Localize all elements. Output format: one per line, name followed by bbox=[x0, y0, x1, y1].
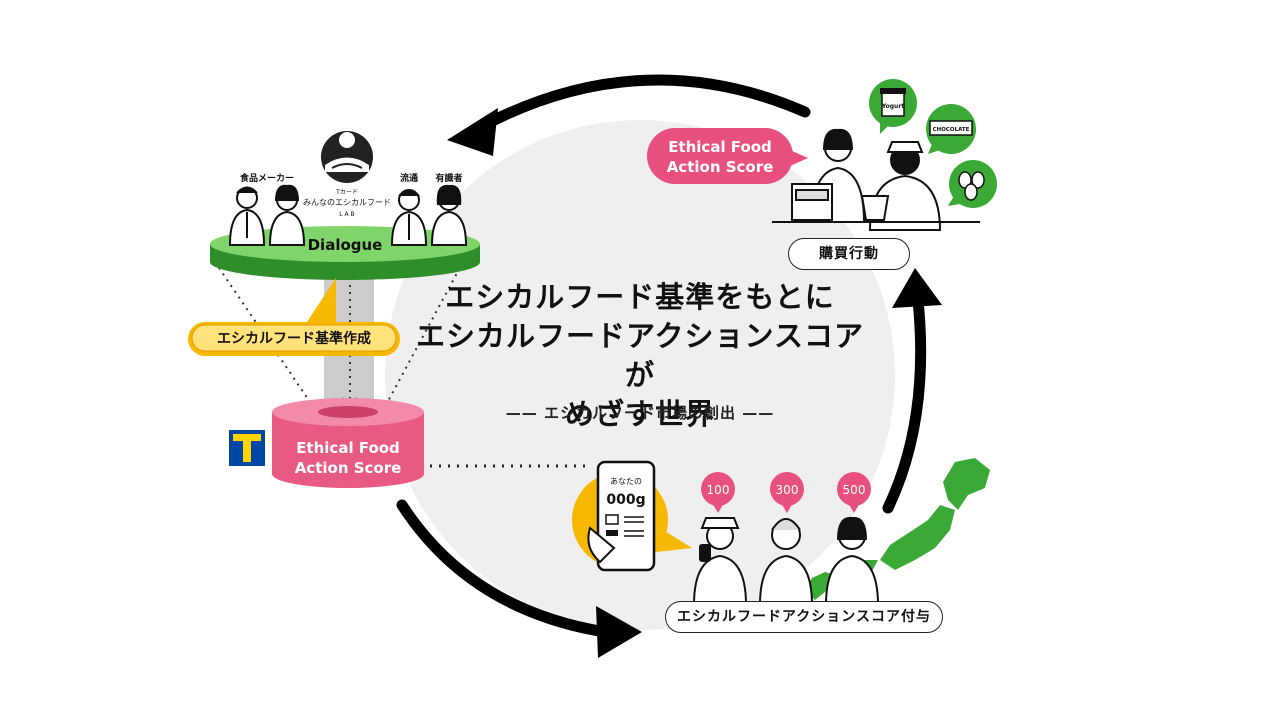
center-subtitle-text: エシカルフード市場の創出 bbox=[543, 404, 736, 422]
group-maker-label: 食品メーカー bbox=[239, 172, 294, 184]
grant-label: エシカルフードアクションスコア付与 bbox=[665, 601, 943, 633]
recipients bbox=[692, 516, 880, 606]
center-subtitle: —— エシカルフード市場の創出 —— bbox=[505, 404, 775, 422]
center-title-line3: めざす世界 bbox=[564, 397, 715, 431]
dialogue-people bbox=[228, 184, 468, 246]
point-500-label: 500 bbox=[843, 483, 866, 497]
center-title-line2: エシカルフードアクションスコアが bbox=[416, 319, 864, 392]
lab-line2: みんなのエシカルフード bbox=[303, 198, 391, 207]
center-title-line1: エシカルフード基準をもとに bbox=[445, 280, 835, 314]
cycle-arrows bbox=[396, 74, 942, 658]
person-expert bbox=[430, 184, 468, 246]
product-bubbles bbox=[869, 79, 997, 208]
score-bubble-shape bbox=[647, 128, 808, 184]
yogurt-label: Yogurt bbox=[881, 103, 904, 110]
lab-line1: Tカード bbox=[335, 189, 358, 196]
standard-callout-label: エシカルフード基準作成 bbox=[217, 330, 371, 347]
arrow-bottom-head bbox=[596, 606, 642, 658]
tcard-logo bbox=[229, 430, 265, 466]
group-expert-label: 有識者 bbox=[435, 172, 462, 184]
person-distribution bbox=[390, 189, 428, 246]
group-distribution-label: 流通 bbox=[400, 172, 418, 184]
recipient-2 bbox=[758, 518, 814, 606]
phone-illustration bbox=[572, 460, 692, 572]
center-title: エシカルフード基準をもとに エシカルフードアクションスコアが めざす世界 bbox=[405, 278, 875, 434]
arrow-top-head bbox=[447, 108, 498, 156]
arrow-bottom bbox=[396, 499, 611, 638]
arrow-top bbox=[469, 74, 811, 136]
arrow-right-head bbox=[892, 268, 942, 308]
person-maker-2 bbox=[268, 184, 306, 246]
score-bubble-line1: Ethical Food bbox=[668, 138, 772, 156]
recipient-1 bbox=[692, 517, 748, 606]
point-bubble-500 bbox=[837, 472, 871, 506]
shop-scene bbox=[772, 128, 980, 231]
dotted-link bbox=[214, 261, 313, 406]
dialogue-label: Dialogue bbox=[308, 236, 383, 254]
arrow-right bbox=[882, 294, 927, 514]
point-bubble-300 bbox=[770, 472, 804, 506]
standard-callout-shape bbox=[188, 278, 400, 356]
point-bubble-100 bbox=[701, 472, 735, 506]
basket bbox=[860, 195, 890, 221]
lab-logo bbox=[321, 131, 373, 183]
purchase-label: 購買行動 bbox=[788, 238, 910, 270]
point-bubbles bbox=[701, 472, 871, 513]
phone-line2: 000g bbox=[606, 492, 645, 508]
point-100-label: 100 bbox=[707, 483, 730, 497]
person-maker-1 bbox=[228, 186, 266, 246]
score-cylinder bbox=[272, 398, 424, 488]
phone-line1: あなたの bbox=[610, 477, 642, 486]
point-300-label: 300 bbox=[776, 483, 799, 497]
score-bubble-line2: Action Score bbox=[667, 158, 774, 176]
recipient-3 bbox=[824, 516, 880, 606]
cylinder-line2: Action Score bbox=[295, 459, 402, 477]
background-circle bbox=[385, 120, 895, 630]
cylinder-line1: Ethical Food bbox=[296, 439, 400, 457]
lab-line3: L A B bbox=[339, 211, 354, 218]
svg-labels: Dialogue Tカード みんなのエシカルフード L A B 食品メーカー 流… bbox=[217, 103, 970, 508]
chocolate-label: CHOCOLATE bbox=[933, 127, 970, 133]
